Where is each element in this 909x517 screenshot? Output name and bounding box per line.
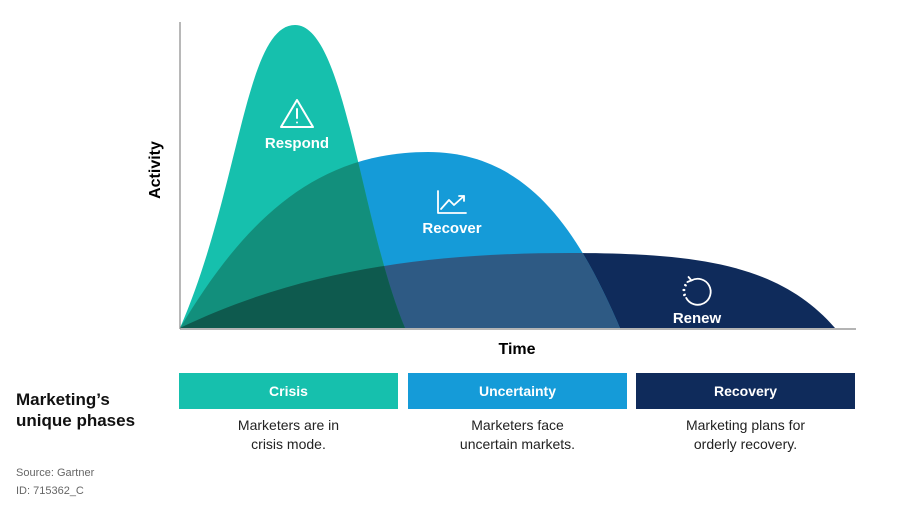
phase-crisis-description: Marketers are in crisis mode. — [179, 416, 398, 454]
x-axis-label: Time — [498, 341, 535, 358]
warning-icon — [280, 99, 314, 128]
phase-uncertainty-desc-line1: Marketers face — [471, 417, 564, 433]
renew-icon — [682, 276, 712, 306]
phases-title: Marketing’s unique phases — [16, 389, 166, 431]
respond-label: Respond — [265, 135, 329, 152]
phase-recovery-desc-line2: orderly recovery. — [693, 436, 798, 452]
phase-uncertainty-description: Marketers face uncertain markets. — [408, 416, 627, 454]
phase-recovery-box: Recovery — [636, 373, 855, 409]
figure-id: ID: 715362_C — [16, 485, 84, 497]
phase-recovery-description: Marketing plans for orderly recovery. — [636, 416, 855, 454]
phase-uncertainty-desc-line2: uncertain markets. — [459, 436, 576, 452]
phase-curves-diagram: Activity Time Respond Recover Renew — [147, 22, 856, 358]
trend-up-icon — [437, 190, 467, 214]
source-note: Source: Gartner — [16, 467, 95, 479]
recover-label: Recover — [422, 220, 481, 237]
phase-crisis-desc-line2: crisis mode. — [251, 436, 326, 452]
y-axis-label: Activity — [147, 141, 164, 199]
phase-crisis-desc-line1: Marketers are in — [237, 417, 340, 433]
phase-uncertainty-box: Uncertainty — [408, 373, 627, 409]
phases-title-line1: Marketing’s — [16, 390, 110, 409]
phases-title-line2: unique phases — [16, 411, 136, 430]
phase-crisis-box: Crisis — [179, 373, 398, 409]
renew-label: Renew — [673, 310, 722, 327]
phase-recovery-desc-line1: Marketing plans for — [685, 417, 806, 433]
